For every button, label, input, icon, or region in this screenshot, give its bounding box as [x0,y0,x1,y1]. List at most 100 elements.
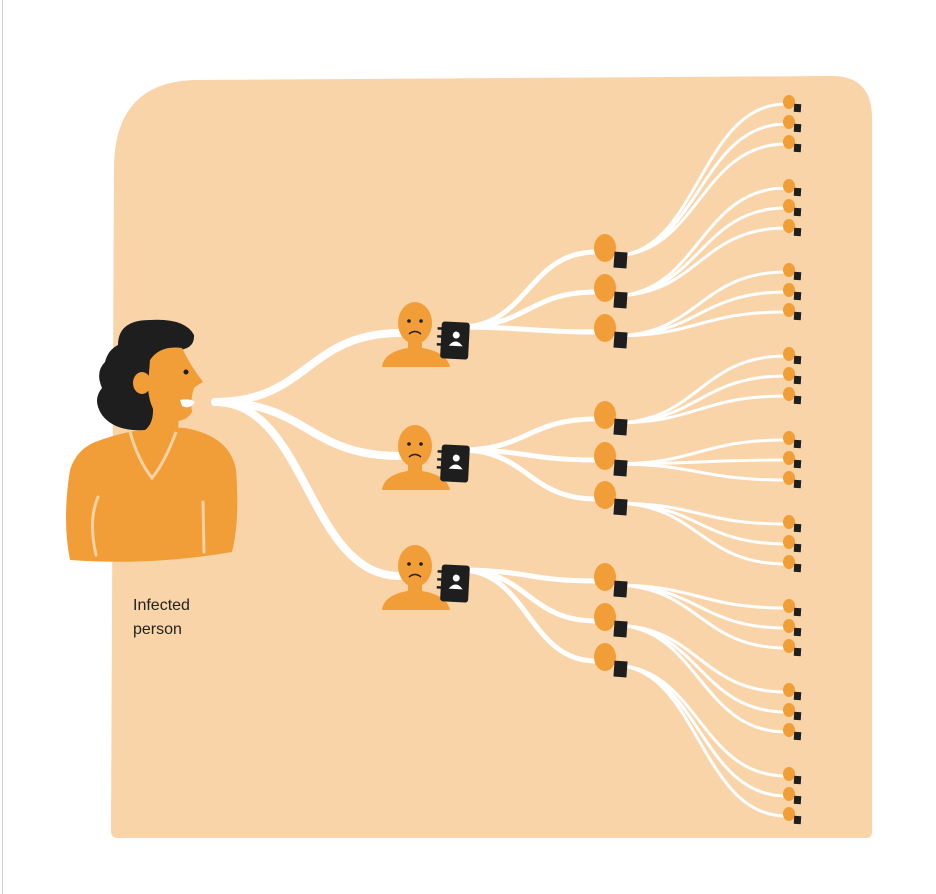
eye [407,319,411,323]
contact-book-icon [793,815,802,825]
contact-person-level-3 [783,787,802,805]
head [594,603,616,631]
head [783,703,795,717]
head [783,283,795,297]
link-level-2 [457,447,599,502]
head [594,563,616,591]
head [783,471,795,485]
contact-person-level-2 [594,401,628,436]
link-level-3 [610,142,788,258]
contact-person-level-3 [783,535,802,553]
contact-book-icon [793,563,802,573]
contact-person-level-3 [783,347,802,365]
contact-person-level-3 [783,807,802,825]
contact-book-icon [793,291,802,301]
contact-person-level-1 [382,545,470,610]
link-level-3 [610,663,788,818]
link-level-3 [610,394,788,425]
head [783,807,795,821]
head [398,545,432,587]
contact-person-level-3 [783,683,802,701]
contact-person-level-3 [783,515,802,533]
contact-book-icon [793,123,802,133]
head [783,387,795,401]
link-level-3 [610,623,788,734]
head [783,115,795,129]
contact-book-icon [613,251,628,269]
contact-person-level-3 [783,555,802,573]
frame-border [2,0,3,894]
torso [66,427,238,562]
contact-book-icon [613,660,628,678]
eye [407,442,411,446]
contact-book-icon [436,564,470,603]
contact-person-level-3 [783,639,802,657]
contact-person-level-3 [783,703,802,721]
head [783,535,795,549]
contact-book-icon [793,271,802,281]
contact-person-level-2 [594,643,628,678]
eye [419,562,423,566]
contact-person-level-2 [594,234,628,269]
eye [407,562,411,566]
head [594,643,616,671]
head [594,481,616,509]
infected-person-figure [66,319,238,562]
contact-book-icon [613,331,628,349]
shoulders [382,590,450,610]
contact-book-icon [793,711,802,721]
contact-book-icon [613,459,628,477]
head [783,787,795,801]
contact-person-level-3 [783,283,802,301]
contact-book-icon [793,479,802,489]
head [783,367,795,381]
link-level-1 [211,398,404,580]
contact-book-icon [793,311,802,321]
contact-book-icon [793,207,802,217]
head [783,263,795,277]
head [594,234,616,262]
contact-book-icon [613,418,628,436]
contact-book-icon [793,395,802,405]
contact-book-icon [613,620,628,638]
contact-person-level-2 [594,314,628,349]
head [783,599,795,613]
link-level-3 [610,226,788,298]
contact-book-icon [436,444,470,483]
contact-person-level-2 [594,481,628,516]
link-level-1 [211,329,404,406]
head [783,683,795,697]
contact-person-level-2 [594,274,628,309]
head [594,442,616,470]
head [783,219,795,233]
contact-book-icon [793,523,802,533]
contact-book-icon [793,143,802,153]
contact-person-level-3 [783,199,802,217]
contact-book-icon [793,543,802,553]
collar [128,431,178,481]
contact-person-level-3 [783,367,802,385]
contact-person-level-3 [783,179,802,197]
link-level-3 [610,501,788,566]
frown [408,453,422,458]
link-level-3 [610,310,788,338]
contact-book-icon [793,355,802,365]
contact-book-icon [613,498,628,516]
head [594,401,616,429]
contact-book-icon [793,103,802,113]
contact-person-level-2 [594,563,628,598]
transmission-links [211,102,788,818]
contact-book-icon [613,580,628,598]
label-line-1: Infected [133,597,190,614]
contact-person-level-3 [783,263,802,281]
head [783,639,795,653]
contact-book-icon [793,375,802,385]
eye [183,369,189,375]
head [783,431,795,445]
contact-book-icon [793,607,802,617]
contact-book-icon [793,439,802,449]
contact-person-level-3 [783,451,802,469]
open-mouth [180,399,195,408]
head [783,451,795,465]
